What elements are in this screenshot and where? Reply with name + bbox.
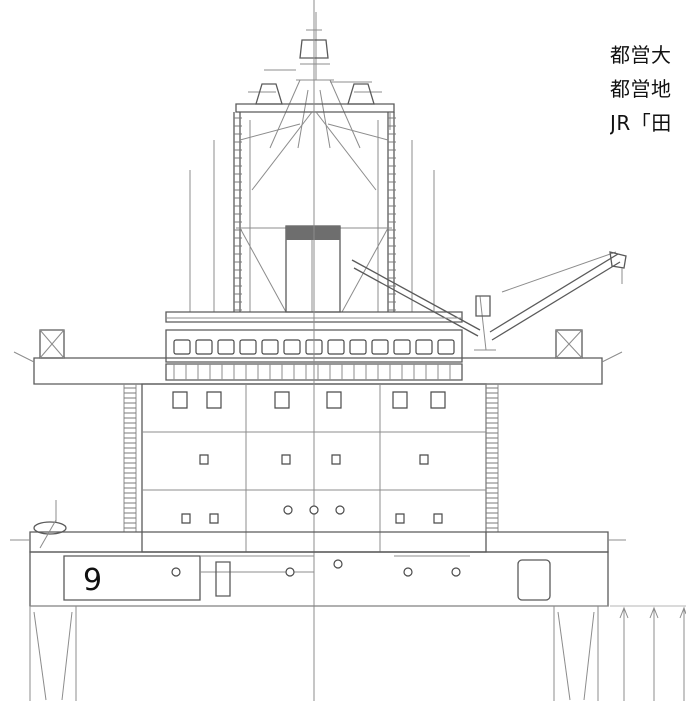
window [327,392,341,408]
deck-window [372,340,388,354]
porthole [310,506,318,514]
superstructure [142,0,486,701]
deck-window [350,340,366,354]
deck-window [438,340,454,354]
deck-window [394,340,410,354]
window [207,392,221,408]
support-columns [30,606,598,701]
porthole [452,568,460,576]
main-mast [264,12,372,148]
window [393,392,407,408]
crane-right [352,252,626,350]
deck-window [416,340,432,354]
porthole [332,455,340,464]
deck-window [196,340,212,354]
porthole [420,455,428,464]
porthole [182,514,190,523]
porthole [200,455,208,464]
deck-window [174,340,190,354]
caption-line: 都営大 [610,43,672,67]
deck-window [262,340,278,354]
window [173,392,187,408]
portholes [173,392,445,523]
window [275,392,289,408]
signal-yard [236,84,394,130]
tower-ladder-left [234,118,242,310]
hull-portholes [172,560,460,576]
porthole [284,506,292,514]
caption-line: JR「田 [610,111,672,135]
deck-number-label: 9 [79,564,107,598]
porthole [286,568,294,576]
rail-posts [174,364,450,380]
porthole [172,568,180,576]
porthole [404,568,412,576]
porthole [336,506,344,514]
deck-window [240,340,256,354]
side-ladders [124,384,498,532]
dimension-lines [610,606,686,701]
porthole [334,560,342,568]
hull [30,552,608,606]
deck-window [328,340,344,354]
caption-line: 都営地 [610,77,672,101]
porthole [282,455,290,464]
station-caption: 都営大 都営地 JR「田 [610,38,686,140]
window [431,392,445,408]
deck-window [218,340,234,354]
porthole [434,514,442,523]
central-house [286,226,340,312]
tower-ladder-right [388,118,396,310]
deck-window [284,340,300,354]
tower-frame [190,112,434,312]
porthole [396,514,404,523]
porthole [210,514,218,523]
